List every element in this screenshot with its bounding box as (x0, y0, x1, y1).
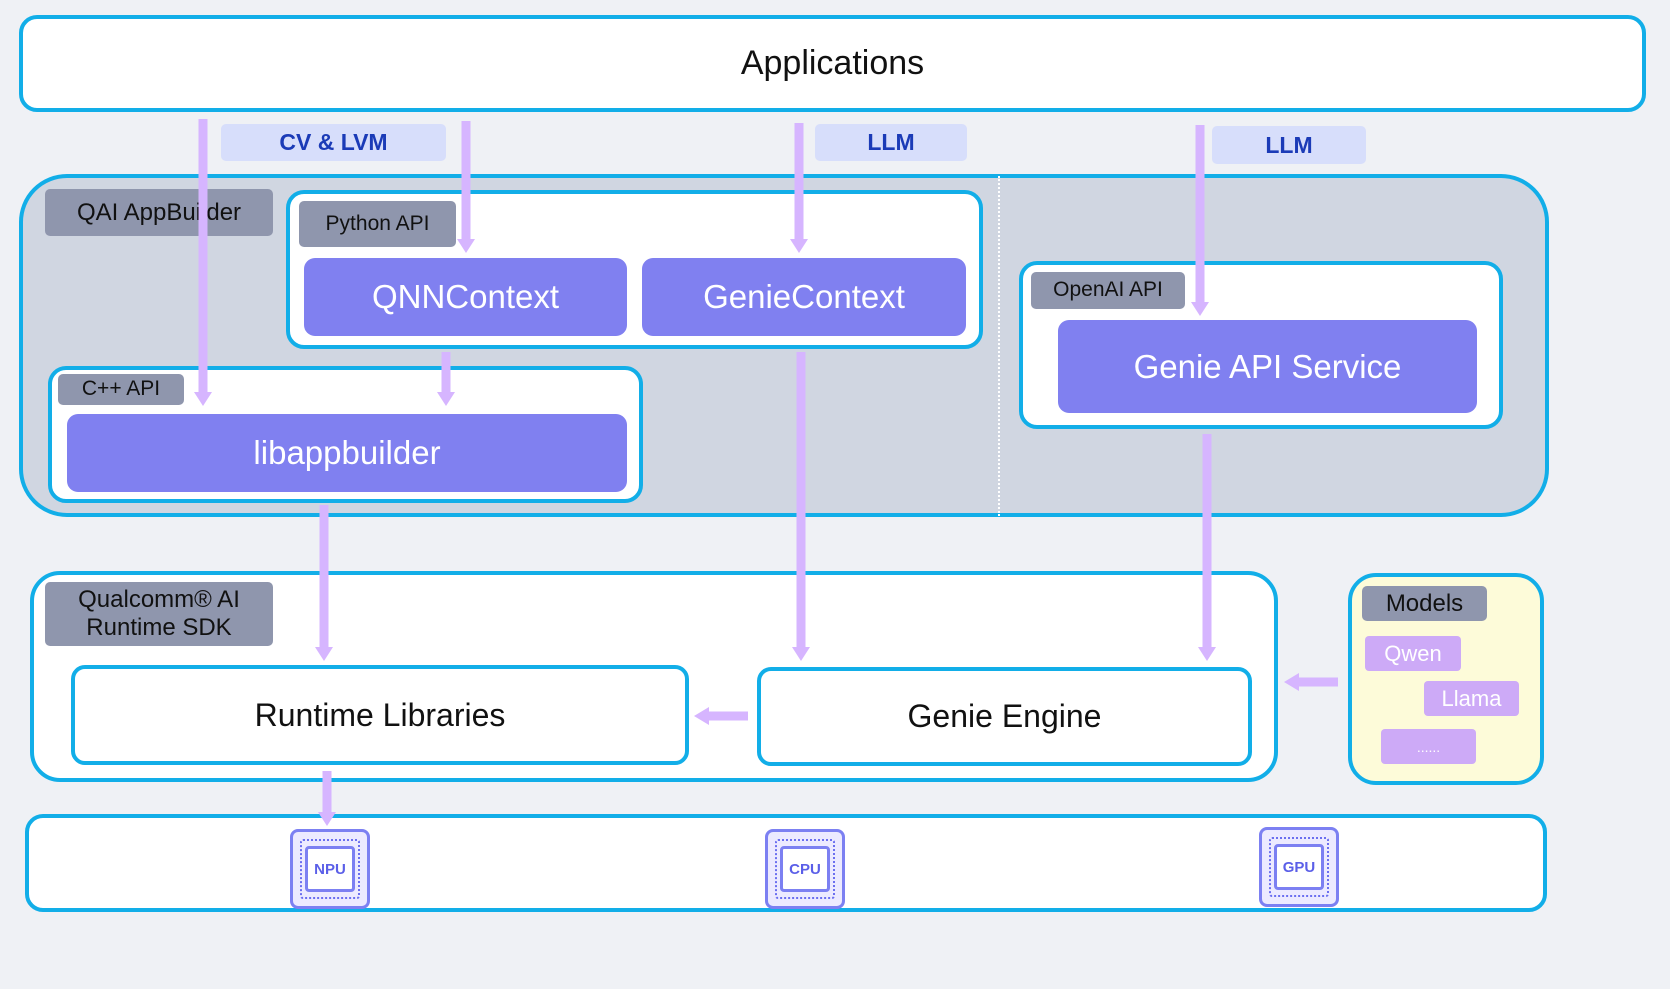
npu-chip-icon: NPU (290, 829, 370, 909)
llm-label-genie-context: LLM (815, 124, 967, 161)
cv-lvm-label: CV & LVM (221, 124, 446, 161)
arrowhead-models-to-sdk (1284, 673, 1299, 691)
model-more: ...... (1381, 729, 1476, 764)
applications-label: Applications (740, 44, 925, 82)
genie-context-block: GenieContext (642, 258, 966, 336)
genie-engine-label: Genie Engine (907, 698, 1102, 734)
gpu-chip-icon: GPU (1259, 827, 1339, 907)
python-api-tag: Python API (299, 201, 456, 247)
qnn-context-block: QNNContext (304, 258, 627, 336)
genie-engine-box: Genie Engine (757, 667, 1252, 766)
appbuilder-divider (998, 176, 1000, 516)
cpu-label: CPU (780, 846, 830, 892)
libappbuilder-block: libappbuilder (67, 414, 627, 492)
ai-runtime-sdk-tag: Qualcomm® AI Runtime SDK (45, 582, 273, 646)
cpu-chip-pins (775, 839, 835, 899)
npu-label: NPU (305, 846, 355, 892)
genie-api-service-block: Genie API Service (1058, 320, 1477, 413)
runtime-libraries-box: Runtime Libraries (71, 665, 689, 765)
cpu-chip-icon: CPU (765, 829, 845, 909)
llm-label-api-service: LLM (1212, 126, 1366, 164)
npu-chip-pins (300, 839, 360, 899)
model-llama: Llama (1424, 681, 1519, 716)
applications-layer: Applications (19, 15, 1646, 112)
openai-api-tag: OpenAI API (1031, 272, 1185, 309)
models-tag: Models (1362, 586, 1487, 621)
model-qwen: Qwen (1365, 636, 1461, 671)
cpp-api-tag: C++ API (58, 374, 184, 405)
gpu-label: GPU (1274, 844, 1324, 890)
gpu-chip-pins (1269, 837, 1329, 897)
qai-appbuilder-tag: QAI AppBuilder (45, 189, 273, 236)
runtime-libraries-label: Runtime Libraries (254, 696, 506, 733)
